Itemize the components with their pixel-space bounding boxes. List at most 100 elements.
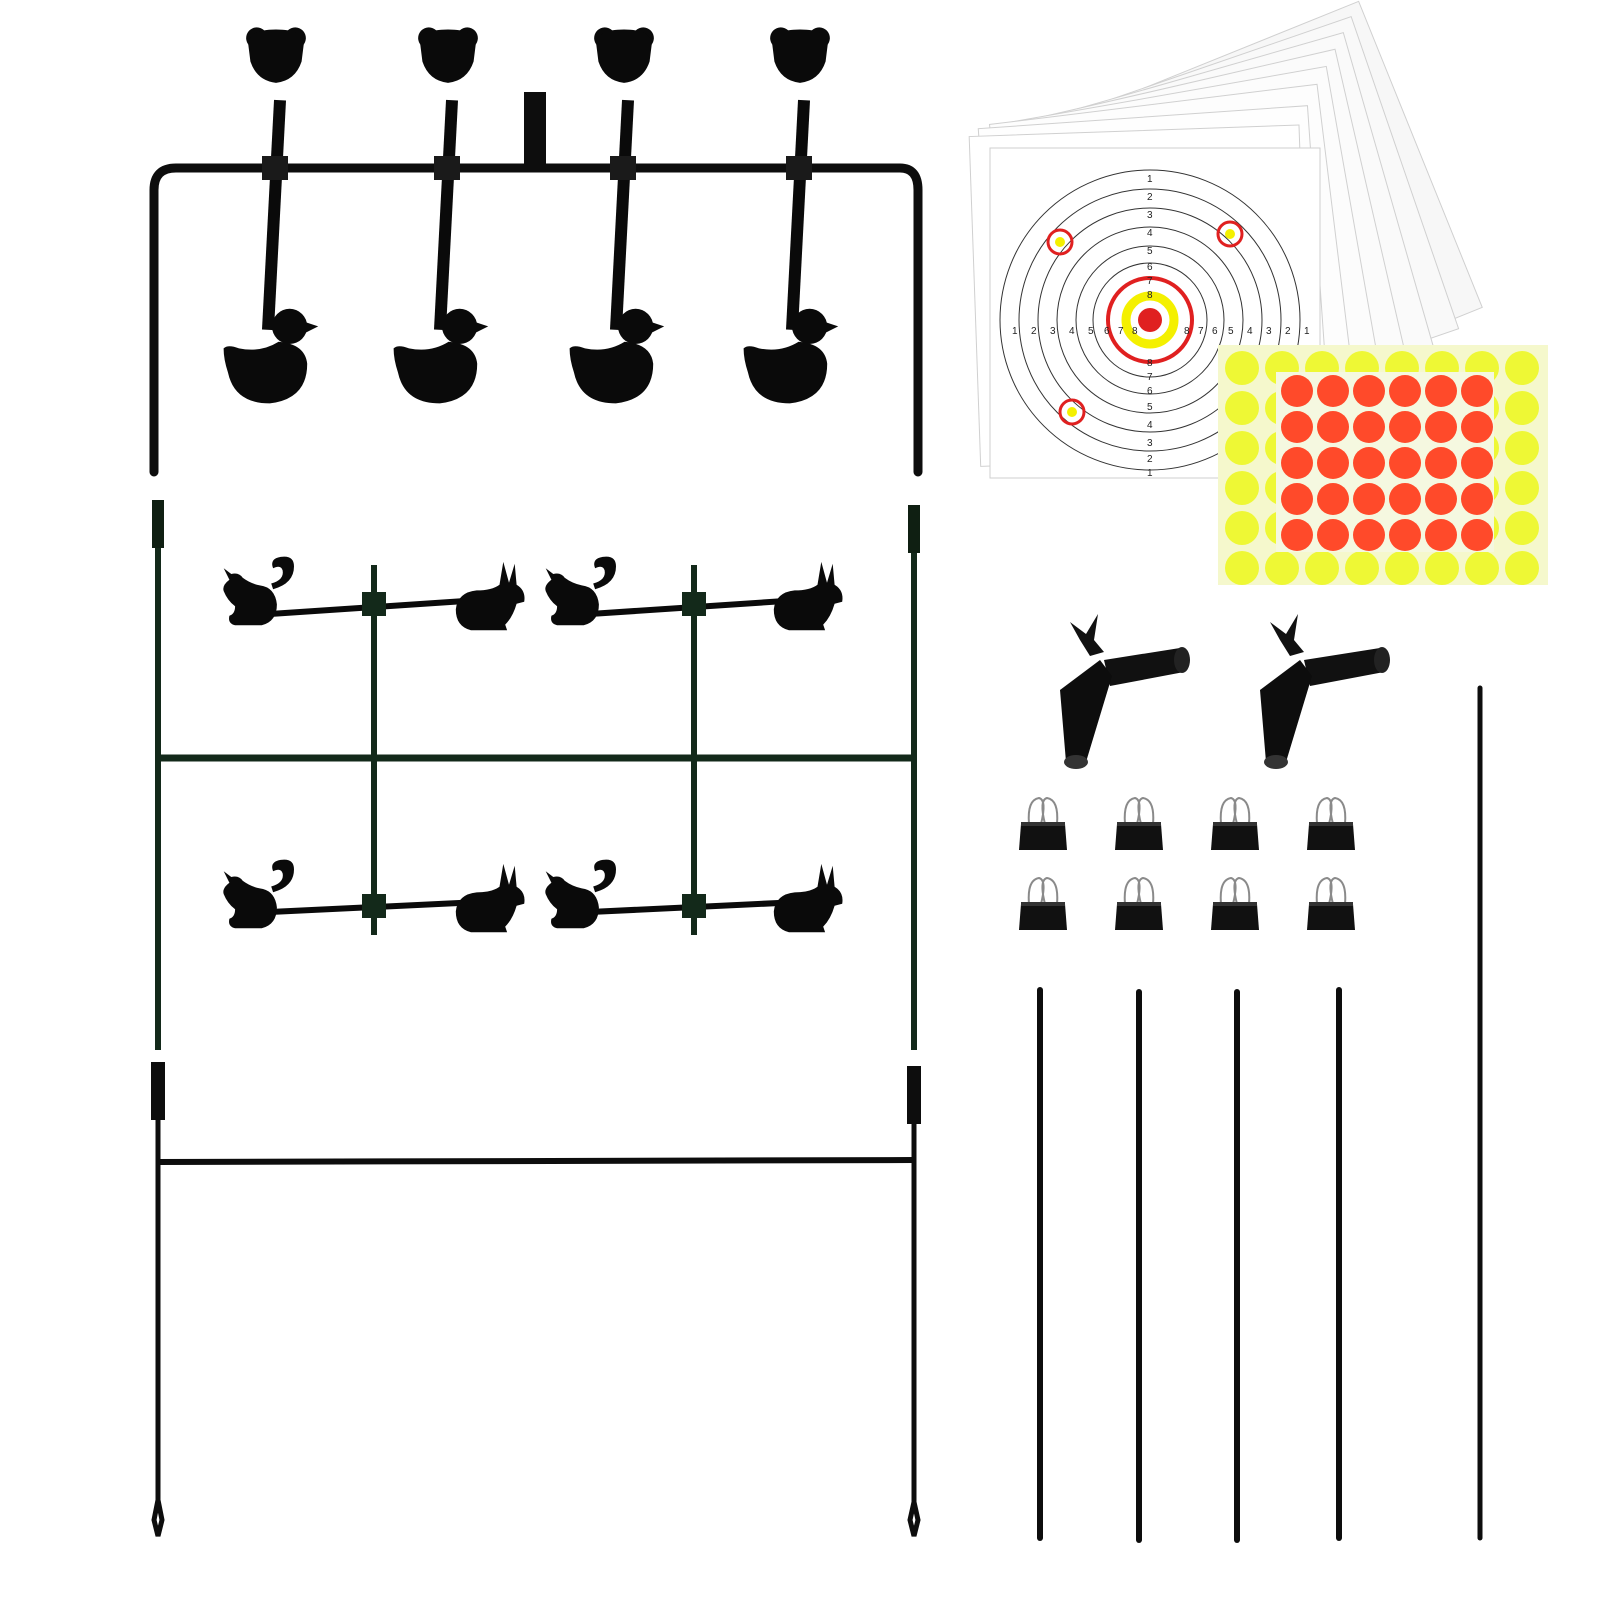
svg-text:2: 2	[1031, 326, 1037, 337]
svg-text:1: 1	[1147, 174, 1153, 185]
red-sticker-dot	[1281, 375, 1313, 407]
ring-numbers-bottom: 8 7 6 5 4 3 2 1	[1147, 358, 1153, 479]
svg-text:1: 1	[1012, 326, 1018, 337]
svg-text:8: 8	[1132, 326, 1138, 337]
red-sticker-dot	[1389, 411, 1421, 443]
red-sticker-dot	[1353, 519, 1385, 551]
red-sticker-dot	[1389, 483, 1421, 515]
bullseye-rings	[999, 169, 1301, 471]
squirrel-rabbit-spinner	[223, 556, 525, 631]
svg-text:4: 4	[1069, 326, 1075, 337]
rabbit-target-icon	[455, 863, 525, 933]
red-sticker-dot	[1281, 447, 1313, 479]
bottom-stake-frame	[151, 1062, 921, 1537]
svg-text:5: 5	[1088, 326, 1094, 337]
svg-text:3: 3	[1266, 326, 1272, 337]
frame-connector	[1260, 614, 1390, 769]
red-sticker-dot	[1353, 411, 1385, 443]
red-sticker-dot	[1317, 411, 1349, 443]
rabbit-target-icon	[455, 561, 525, 631]
bear-duck-spinner	[569, 27, 665, 404]
red-sticker-dot	[1461, 411, 1493, 443]
binder-clip-icon	[1210, 797, 1260, 851]
left-stake	[151, 1120, 165, 1537]
svg-text:6: 6	[1104, 326, 1110, 337]
red-sticker-dot	[1461, 447, 1493, 479]
squirrel-rabbit-spinner	[223, 859, 525, 933]
bear-duck-spinners	[223, 27, 839, 404]
bear-target-icon	[418, 27, 478, 83]
svg-text:7: 7	[1198, 326, 1204, 337]
binder-clip-icon	[1210, 877, 1260, 931]
svg-text:5: 5	[1228, 326, 1234, 337]
red-sticker-dot	[1353, 483, 1385, 515]
svg-text:3: 3	[1050, 326, 1056, 337]
red-sticker-dot	[1317, 375, 1349, 407]
yellow-sticker-dot	[1505, 391, 1539, 425]
svg-text:6: 6	[1147, 262, 1153, 273]
top-center-socket	[524, 92, 546, 172]
bear-duck-spinner	[223, 27, 319, 404]
binder-clip-icon	[1306, 877, 1356, 931]
binder-clip-icon	[1018, 797, 1068, 851]
bear-duck-spinner	[393, 27, 489, 404]
bear-target-icon	[246, 27, 306, 83]
red-sticker-dot	[1281, 411, 1313, 443]
bear-target-icon	[594, 27, 654, 83]
squirrel-target-icon	[545, 859, 616, 929]
yellow-sticker-dot	[1225, 391, 1259, 425]
bullseye-center-dot	[1138, 308, 1162, 332]
red-sticker-dot	[1389, 519, 1421, 551]
bullseye-red-ring	[1106, 276, 1194, 364]
hit-marker	[1216, 220, 1244, 248]
svg-text:5: 5	[1147, 246, 1153, 257]
yellow-sticker-dot	[1265, 551, 1299, 585]
top-spinner-frame	[149, 92, 923, 477]
rabbit-target-icon	[773, 561, 843, 631]
bottom-crossbar	[157, 1157, 915, 1165]
red-sticker-dot	[1353, 375, 1385, 407]
red-sticker-dot	[1425, 375, 1457, 407]
yellow-sticker-dot	[1505, 511, 1539, 545]
bear-duck-spinner	[743, 27, 839, 404]
svg-text:6: 6	[1212, 326, 1218, 337]
red-sticker-dot	[1425, 411, 1457, 443]
svg-text:2: 2	[1285, 326, 1291, 337]
yellow-sticker-dot	[1305, 551, 1339, 585]
threaded-rods	[1037, 987, 1342, 1543]
svg-text:7: 7	[1118, 326, 1124, 337]
yellow-sticker-dot	[1225, 351, 1259, 385]
svg-text:8: 8	[1184, 326, 1190, 337]
svg-text:1: 1	[1304, 326, 1310, 337]
svg-text:4: 4	[1247, 326, 1253, 337]
yellow-sticker-dot	[1225, 471, 1259, 505]
red-sticker-dot	[1317, 483, 1349, 515]
red-sticker-dot	[1425, 483, 1457, 515]
red-sticker-dot	[1353, 447, 1385, 479]
yellow-sticker-dot	[1225, 511, 1259, 545]
binder-clips	[1018, 797, 1356, 931]
hit-marker	[1058, 398, 1086, 426]
bear-target-icon	[770, 27, 830, 83]
red-sticker-dot	[1461, 483, 1493, 515]
sticker-sheet	[1218, 345, 1548, 585]
yellow-sticker-dot	[1505, 351, 1539, 385]
yellow-sticker-dot	[1505, 551, 1539, 585]
red-sticker-dot	[1461, 519, 1493, 551]
red-sticker-dot	[1389, 447, 1421, 479]
svg-text:4: 4	[1147, 420, 1153, 431]
red-sticker-grid	[1281, 375, 1493, 551]
yellow-sticker-dot	[1465, 551, 1499, 585]
red-sticker-dot	[1281, 519, 1313, 551]
svg-text:1: 1	[1147, 468, 1153, 479]
red-sticker-dot	[1281, 483, 1313, 515]
rabbit-target-icon	[773, 863, 843, 933]
right-stake	[907, 1124, 921, 1537]
svg-text:8: 8	[1147, 290, 1153, 301]
svg-text:6: 6	[1147, 386, 1153, 397]
ring-numbers-left: 1 2 3 4 5 6 7 8	[1012, 326, 1138, 337]
red-sticker-dot	[1317, 519, 1349, 551]
ring-numbers-top: 1 2 3 4 5 6 7 8	[1147, 174, 1153, 301]
binder-clip-icon	[1306, 797, 1356, 851]
